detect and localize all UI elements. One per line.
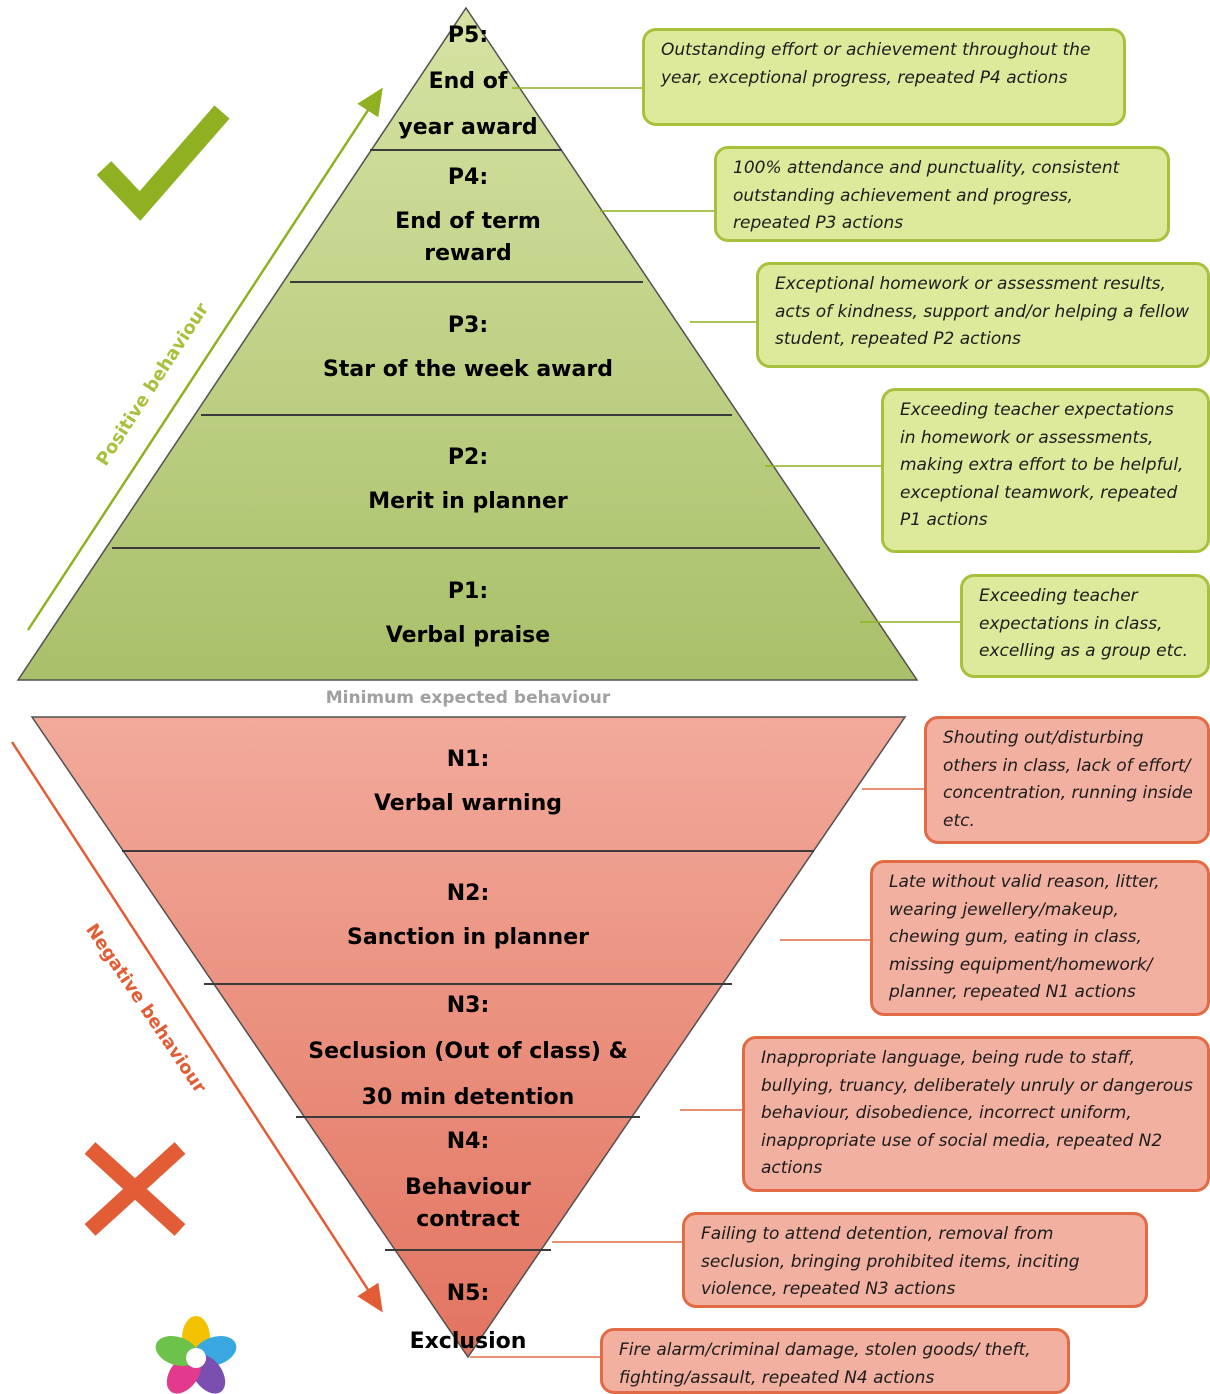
p-level-2-code: P3:: [447, 313, 489, 338]
n-level-2-title: Seclusion (Out of class) &: [308, 1039, 628, 1064]
positive-description-box: Exceeding teacher expectations in homewo…: [881, 388, 1210, 553]
positive-description-box: Exceeding teacher expectations in class,…: [960, 574, 1210, 678]
n-level-4-title: Exclusion: [409, 1329, 527, 1354]
n-level-3-code: N4:: [446, 1129, 490, 1154]
p-level-1-title: reward: [424, 241, 512, 266]
positive-description-box: Exceptional homework or assessment resul…: [756, 262, 1210, 368]
p-level-0-title: year award: [398, 115, 538, 140]
positive-description-box: 100% attendance and punctuality, consist…: [714, 146, 1170, 242]
flower-logo-icon: [155, 1316, 237, 1394]
minimum-expected-behaviour-label: Minimum expected behaviour: [325, 688, 611, 708]
n-level-3-title: Behaviour: [405, 1175, 531, 1200]
negative-description-box: Failing to attend detention, removal fro…: [682, 1212, 1148, 1308]
cross-icon: [84, 1142, 186, 1236]
p-level-1-title: End of term: [395, 209, 541, 234]
p-level-4-code: P1:: [447, 579, 489, 604]
n-level-0-code: N1:: [446, 747, 490, 772]
p-level-2-title: Star of the week award: [323, 357, 613, 382]
p-level-1-code: P4:: [447, 165, 489, 190]
n-level-1-code: N2:: [446, 881, 490, 906]
positive-arrow: [26, 87, 383, 631]
p-level-3-title: Merit in planner: [368, 489, 568, 514]
n-level-2-title: 30 min detention: [361, 1085, 575, 1110]
n-level-1-title: Sanction in planner: [347, 925, 589, 950]
n-level-0-title: Verbal warning: [373, 791, 563, 816]
n-level-3-title: contract: [416, 1207, 520, 1232]
negative-dividers: [122, 850, 814, 1251]
negative-pyramid: [30, 716, 907, 1359]
negative-description-box: Late without valid reason, litter, weari…: [870, 860, 1210, 1016]
negative-description-box: Fire alarm/criminal damage, stolen goods…: [600, 1328, 1070, 1394]
positive-dividers: [112, 149, 820, 549]
positive-pyramid: [16, 6, 919, 681]
p-level-4-title: Verbal praise: [385, 623, 551, 648]
negative-arrow: [10, 741, 383, 1313]
negative-description-box: Inappropriate language, being rude to st…: [742, 1036, 1210, 1192]
p-level-0-code: P5:: [447, 23, 489, 48]
n-level-4-code: N5:: [446, 1281, 490, 1306]
negative-description-box: Shouting out/disturbing others in class,…: [924, 716, 1210, 844]
p-level-3-code: P2:: [447, 445, 489, 470]
p-level-0-title: End of: [428, 69, 508, 94]
check-icon: [96, 105, 230, 221]
positive-description-box: Outstanding effort or achievement throug…: [642, 28, 1126, 126]
n-level-2-code: N3:: [446, 993, 490, 1018]
connector-lines: [470, 87, 960, 1358]
